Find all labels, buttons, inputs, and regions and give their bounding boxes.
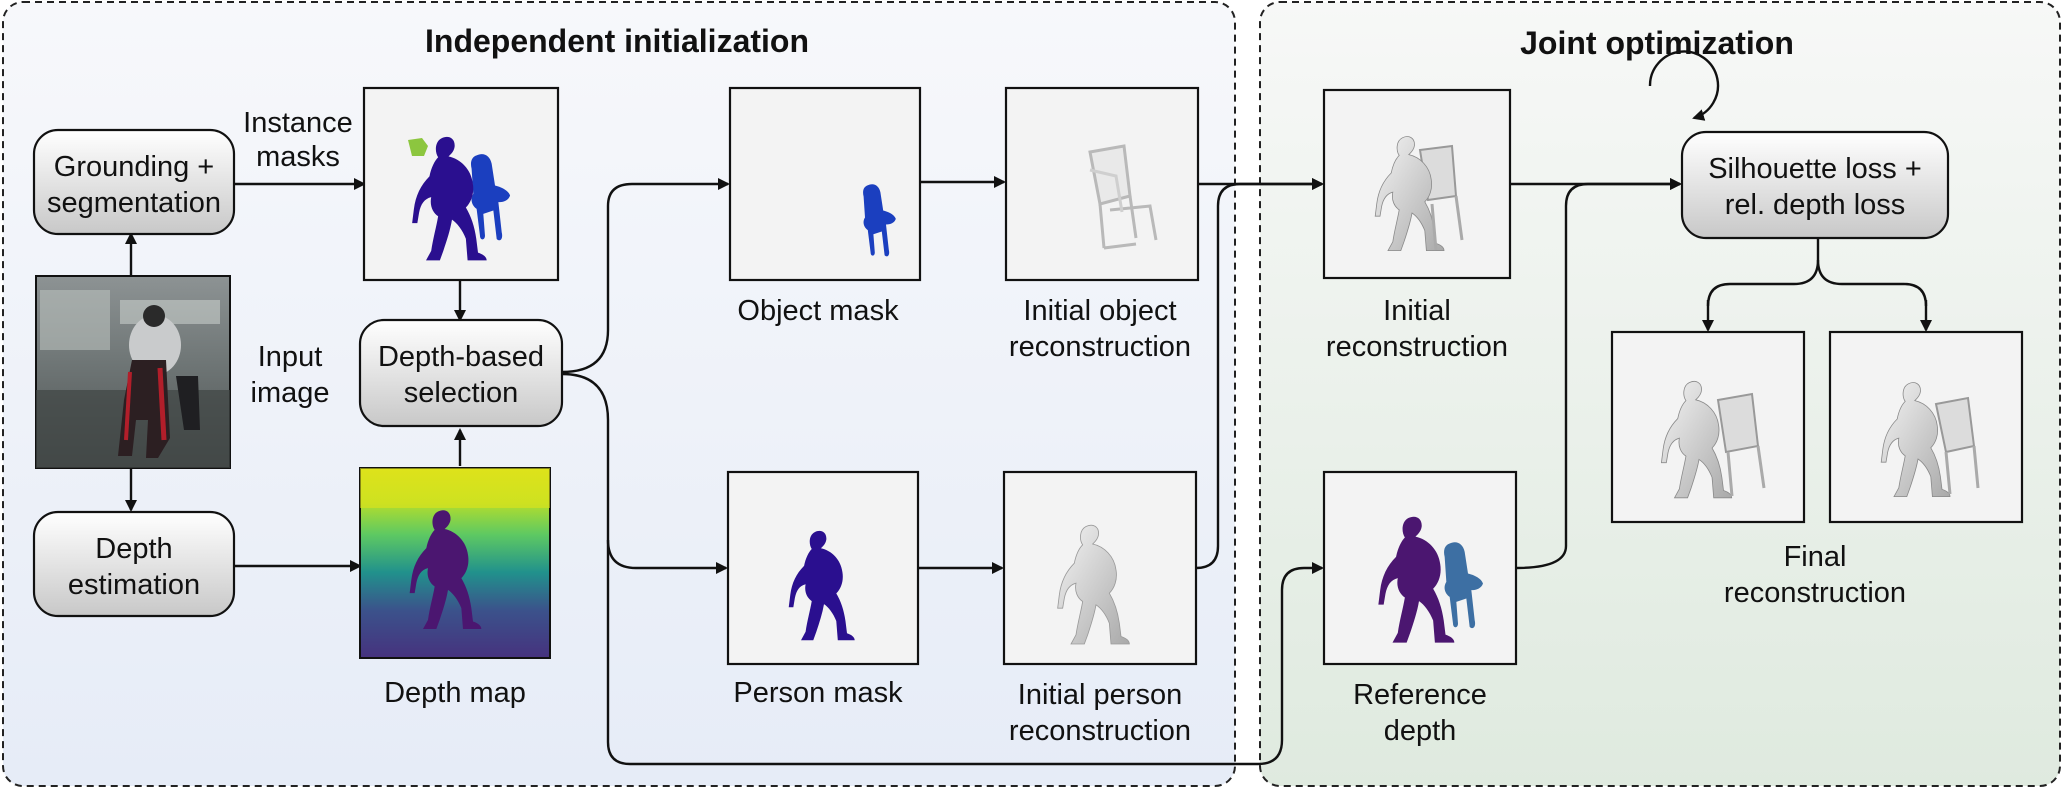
depth-estimation-label-line2: estimation (68, 569, 200, 601)
initial-object-caption-line1: Initial object (1023, 295, 1176, 327)
losses-node: Silhouette loss + rel. depth loss (1680, 130, 1950, 240)
final-reconstruction-image-1 (1610, 330, 1806, 524)
initial-person-caption-line2: reconstruction (1009, 715, 1191, 747)
initial-object-caption-line2: reconstruction (1009, 331, 1191, 363)
left-panel-title: Independent initialization (425, 23, 809, 59)
depth-estimation-label-line1: Depth (95, 533, 172, 565)
grounding-node: Grounding + segmentation (32, 128, 236, 236)
instance-masks-caption-line2: masks (256, 141, 340, 173)
losses-label-line1: Silhouette loss + (1708, 153, 1922, 185)
depth-map-caption: Depth map (384, 677, 526, 709)
arrow-selection-to-object-mask (561, 178, 730, 374)
input-image-thumbnail (35, 275, 231, 469)
object-mask-image (728, 86, 922, 282)
right-panel-title: Joint optimization (1520, 25, 1794, 61)
reference-depth-caption-line1: Reference (1353, 679, 1487, 711)
final-reconstruction-caption-line2: reconstruction (1724, 577, 1906, 609)
line-losses-split-right (1816, 259, 1928, 307)
initial-reconstruction-caption-line1: Initial (1383, 295, 1451, 327)
instance-masks-image (362, 86, 560, 282)
arrow-selection-to-reference-depth (606, 540, 1324, 766)
line-losses-split-left (1706, 238, 1820, 307)
initial-reconstruction-image (1322, 88, 1512, 280)
depth-estimation-node: Depth estimation (32, 510, 236, 618)
instance-masks-caption-line1: Instance (243, 107, 353, 139)
grounding-label-line2: segmentation (47, 187, 221, 219)
reference-depth-image (1322, 470, 1518, 666)
person-mask-caption: Person mask (733, 677, 903, 709)
initial-person-reconstruction-image (1002, 470, 1198, 666)
initial-person-caption-line1: Initial person (1018, 679, 1182, 711)
final-reconstruction-image-2 (1828, 330, 2024, 524)
connectors (125, 50, 1932, 766)
arrow-selection-to-person-mask (561, 372, 728, 574)
depth-selection-label-line1: Depth-based (378, 341, 544, 373)
object-mask-caption: Object mask (737, 295, 899, 327)
optimization-loop-icon (1648, 50, 1720, 121)
depth-selection-label-line2: selection (404, 377, 518, 409)
arrow-personrecon-to-initrecon (1195, 178, 1324, 570)
reference-depth-caption-line2: depth (1384, 715, 1457, 747)
person-mask-image (726, 470, 920, 666)
depth-selection-node: Depth-based selection (358, 318, 564, 428)
input-image-caption-line2: image (251, 377, 330, 409)
final-reconstruction-caption-line1: Final (1784, 541, 1847, 573)
left-panel: Independent initialization (2, 1, 1236, 787)
initial-object-reconstruction-image (1004, 86, 1200, 282)
arrow-refdepth-to-losses (1515, 178, 1682, 570)
grounding-label-line1: Grounding + (54, 151, 214, 183)
initial-reconstruction-caption-line2: reconstruction (1326, 331, 1508, 363)
depth-map-image (359, 467, 551, 659)
losses-label-line2: rel. depth loss (1725, 189, 1906, 221)
input-image-caption-line1: Input (258, 341, 323, 373)
